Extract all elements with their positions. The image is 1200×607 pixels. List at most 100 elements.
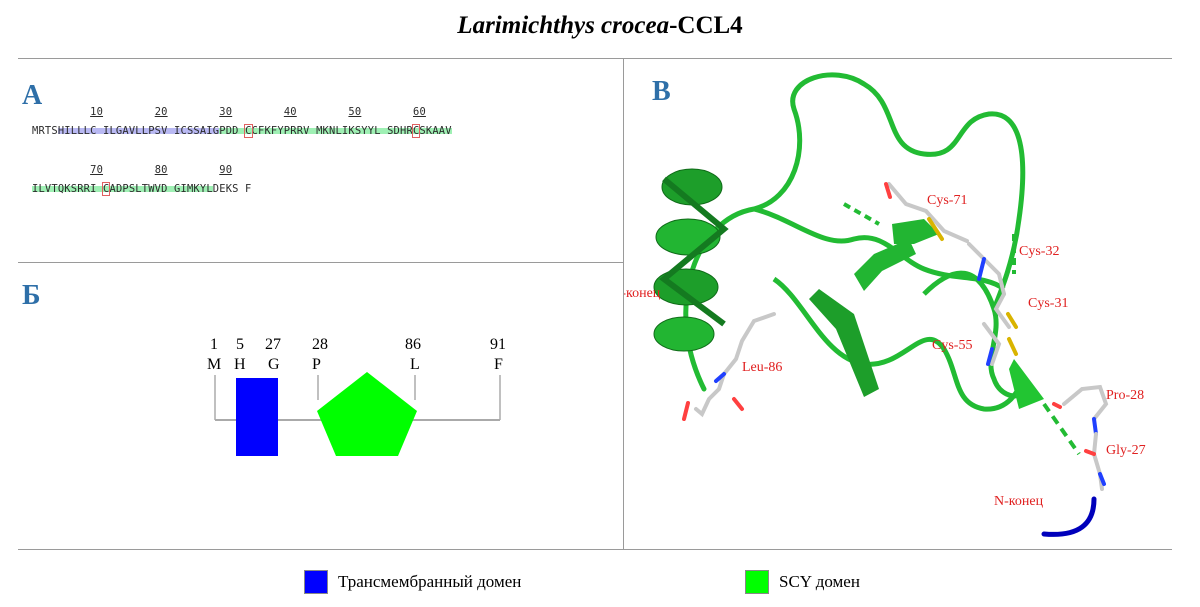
label-cterm: С-конец [624,286,661,301]
legend-label-scy: SCY домен [779,572,860,591]
label-cys71: Cys-71 [927,193,967,208]
middle-divider [18,262,623,263]
helix-turn-3 [653,268,719,306]
res-f: F [494,356,503,373]
gly27-nitrogen [1098,472,1106,486]
sequence-segment-n: DEKS F [212,183,252,195]
sequence-tick: 40 [283,106,297,118]
res-g: G [268,356,280,373]
cys32-carbon-chain [967,242,1006,296]
cys31-carbon-chain [993,292,1011,329]
pos-28: 28 [312,336,328,353]
ribbon-loop-top [683,72,1026,392]
protein-name: -CCL4 [669,12,743,39]
sequence-tick: 10 [90,106,104,118]
cys55-carbon-chain [982,322,1002,366]
helix-turn-4 [653,316,715,352]
ribbon-loop-right [922,270,1021,399]
dashed-bond-1 [843,202,880,226]
figure-title: Larimichthys crocea-CCL4 [0,12,1200,40]
side-chain-leu86 [682,312,776,421]
sequence-segment-scy: CFKFYPRRV MKNLIKSYYL SDHR [251,125,413,137]
res-h: H [234,356,246,373]
gly27-oxygen [1052,402,1096,456]
sequence-row1: MRTSHILLLC ILGAVLLPSV ICSSAIGPDD CCFKFYP… [32,124,452,138]
pro28-carbon-ring [1062,384,1109,421]
cys31-sulfur-bond [1006,312,1018,329]
sequence-segment-scy: ILVTQKSRRI [32,183,104,195]
cys32-nitrogen [977,257,986,281]
sequence-ticks-row1: 10 20 30 40 50 60 [32,106,426,118]
label-nterm: N-конец [994,494,1044,509]
cys71-oxygen [884,182,892,199]
sequence-row2: ILVTQKSRRI CADPSLTWVD GIMKYLDEKS F [32,182,252,196]
cys71-carbon-chain [887,182,969,243]
cys55-nitrogen [986,347,994,366]
transmembrane-domain [236,378,278,456]
protein-structure: Cys-71 Cys-32 Cys-31 Cys-55 С-конец Leu-… [624,72,1146,537]
sequence-ticks-row2: 70 80 90 [32,164,232,176]
scy-domain [317,372,417,456]
c-terminal-helix [653,168,729,352]
legend-swatch-transmembrane [304,570,328,594]
panel-label-v: В [652,76,671,107]
beta-strand-1 [809,289,879,397]
side-chain-pro28-gly27 [1052,384,1109,491]
beta-strand-2 [854,239,916,291]
sequence-segment-tm: HILLLC ILGAVLLPSV ICSSAIG [57,125,220,137]
sequence-tick: 60 [413,106,426,118]
side-chain-cys71 [884,182,969,243]
sequence-tick: 90 [219,164,233,176]
sequence-segment-cys: C [101,182,111,196]
sequence-segment-cys: C [411,124,421,138]
legend-scy: SCY домен [745,570,860,594]
label-cys32: Cys-32 [1019,244,1059,259]
beta-strand-3 [892,219,939,244]
leu86-oxygen [682,397,744,421]
pos-1: 1 [210,336,218,353]
sequence-tick: 20 [154,106,168,118]
sequence-segment-n: MRTS [32,125,58,137]
sequence-tick: 70 [90,164,104,176]
ribbon-loop-middle [753,206,1006,292]
label-leu86: Leu-86 [742,360,782,375]
panel-separator [623,58,624,549]
label-pro28: Pro-28 [1106,388,1144,403]
sequence-tick: 80 [154,164,168,176]
side-chain-cys31-cys32 [967,242,1018,329]
sequence-segment-scy: ADPSLTWVD GIMKYL [109,183,213,195]
sequence-segment-cys: C [243,124,253,138]
helix-core [659,176,729,327]
species-name: Larimichthys crocea [457,12,670,39]
domain-map: 1 5 27 28 86 91 M H G P L F [207,336,506,456]
pos-86: 86 [405,336,421,353]
pos-5: 5 [236,336,244,353]
pos-27: 27 [265,336,281,353]
top-divider [18,58,1172,59]
legend-swatch-scy [745,570,769,594]
sequence-tick: 50 [348,106,362,118]
pos-91: 91 [490,336,506,353]
beta-strand-4 [1009,359,1044,409]
sequence-segment-scy: SKAAV [419,125,452,137]
panel-label-a: А [22,80,43,111]
pro28-nitrogen [1092,417,1098,436]
legend-label-transmembrane: Трансмембранный домен [338,572,522,591]
sequence-tick: 30 [219,106,233,118]
ribbon-loop-lower [772,276,1027,412]
res-m: M [207,356,221,373]
label-gly27: Gly-27 [1106,443,1146,458]
sequence-segment-scy: PDD [219,125,246,137]
legend-transmembrane: Трансмембранный домен [304,570,521,594]
n-terminal-tail [1041,496,1097,537]
leu86-nitrogen [714,372,726,383]
label-cys55: Cys-55 [932,338,972,353]
res-l: L [410,356,420,373]
cys71-sulfur-bond [927,217,944,241]
side-chain-cys55 [982,322,1018,366]
label-cys31: Cys-31 [1028,296,1068,311]
cys55-sulfur-bond [1007,337,1018,356]
panel-label-b: Б [22,280,41,311]
bottom-divider [18,549,1172,550]
res-p: P [312,356,321,373]
